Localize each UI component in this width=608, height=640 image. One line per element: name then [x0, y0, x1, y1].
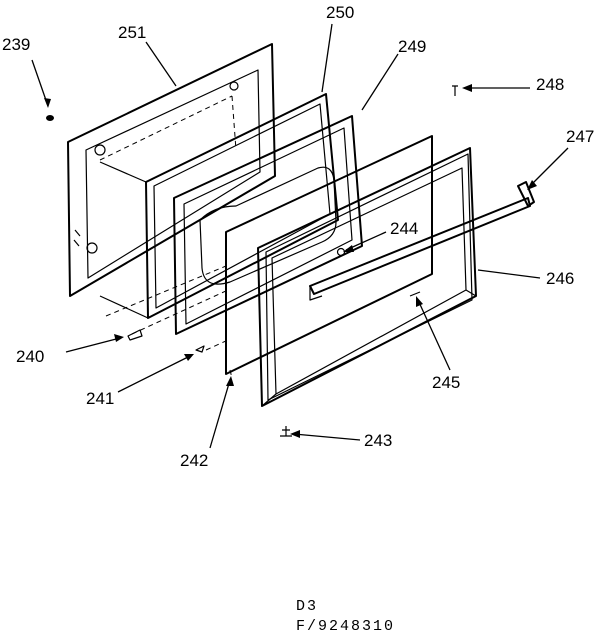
callout-labels: 239 251 250 249 248 247 244 246 240 241 … [2, 3, 594, 470]
callout-240: 240 [16, 347, 44, 366]
callout-243: 243 [364, 431, 392, 450]
figure-number: F/9248310 [296, 618, 396, 635]
part-246-outer-frame [257, 147, 477, 407]
callout-247: 247 [566, 127, 594, 146]
callout-246: 246 [546, 269, 574, 288]
callout-251: 251 [118, 23, 146, 42]
assembly-guide-lines [105, 265, 233, 379]
part-239-screw [46, 115, 54, 121]
part-249-window-panel [173, 115, 363, 335]
callout-242: 242 [180, 451, 208, 470]
callout-248: 248 [536, 75, 564, 94]
diagram-code: D3 [296, 598, 319, 615]
part-241-clip [195, 345, 205, 353]
part-247-door-handle [309, 181, 535, 301]
callout-245: 245 [432, 373, 460, 392]
leader-lines [31, 23, 569, 449]
part-248-screw [452, 85, 458, 96]
part-245-plate [409, 291, 421, 297]
callout-241: 241 [86, 389, 114, 408]
part-240-screw [127, 329, 143, 341]
part-251-inner-panel [67, 43, 276, 297]
callout-249: 249 [398, 37, 426, 56]
part-243-fastener [280, 426, 292, 437]
callout-250: 250 [326, 3, 354, 22]
part-242-glass-pane [225, 135, 433, 375]
callout-239: 239 [2, 35, 30, 54]
callout-244: 244 [390, 219, 418, 238]
